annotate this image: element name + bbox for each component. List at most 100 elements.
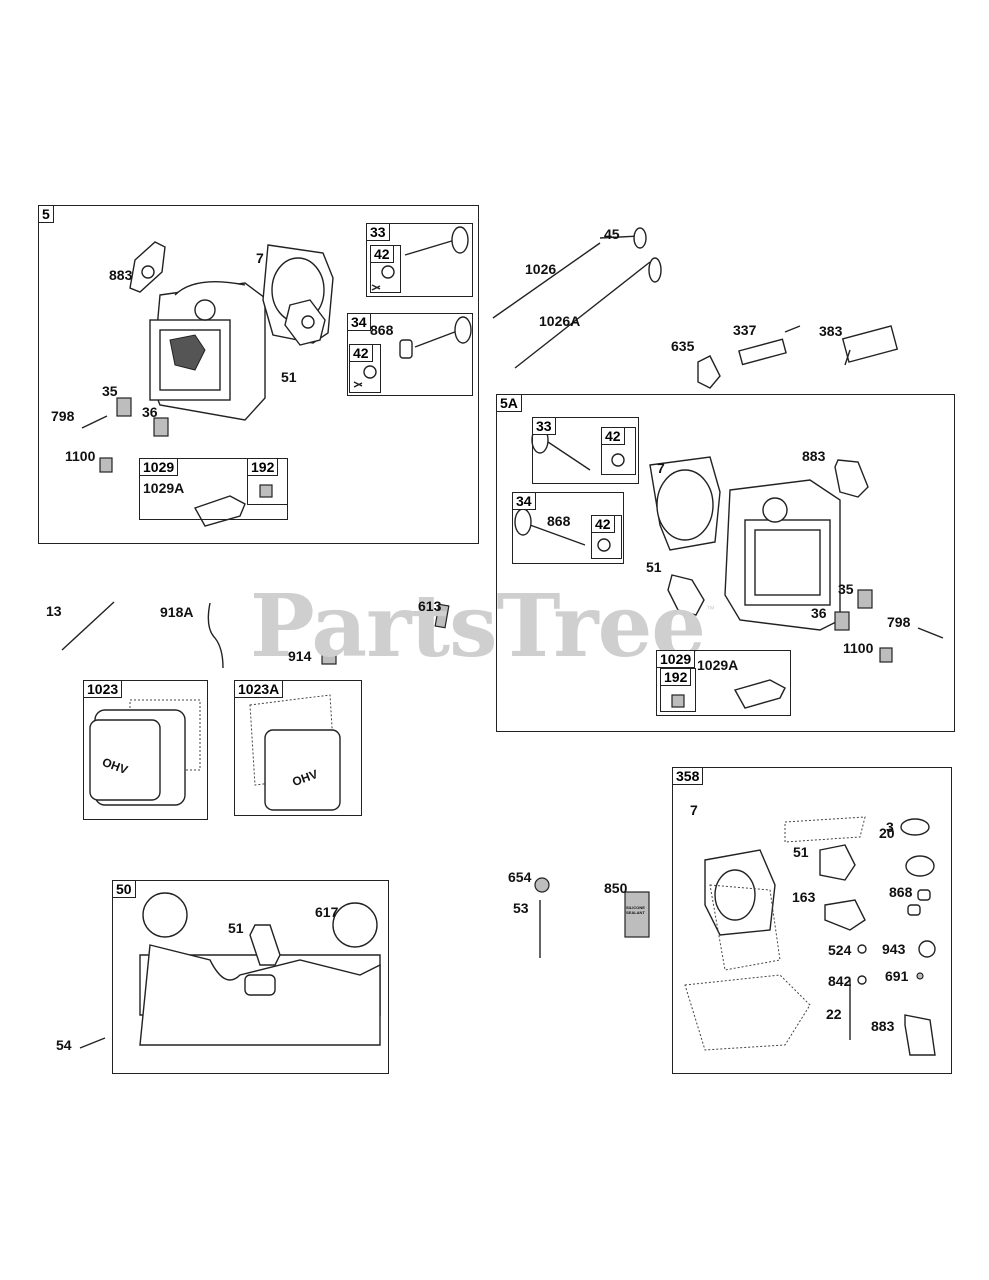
part-label[interactable]: 850 <box>604 880 628 896</box>
part-label[interactable]: 337 <box>733 322 757 338</box>
part-label[interactable]: 943 <box>882 941 906 957</box>
watermark: PartsTree <box>250 576 706 677</box>
bolt-54 <box>79 1037 106 1049</box>
part-label[interactable]: 883 <box>802 448 826 464</box>
part-label[interactable]: 22 <box>826 1006 842 1022</box>
part-label[interactable]: 883 <box>109 267 133 283</box>
part-label[interactable]: 51 <box>281 369 297 385</box>
part-label[interactable]: 918A <box>160 604 194 620</box>
nut-1100-a <box>99 457 113 473</box>
group-tag: 34 <box>512 492 536 510</box>
part-label[interactable]: 1029A <box>143 480 185 496</box>
part-label[interactable]: 868 <box>370 322 394 338</box>
coil-383 <box>841 325 899 366</box>
part-label[interactable]: 7 <box>657 460 665 476</box>
part-label[interactable]: 842 <box>828 973 852 989</box>
part-label[interactable]: 7 <box>690 802 698 818</box>
part-label[interactable]: 36 <box>811 605 827 621</box>
part-label[interactable]: 1100 <box>843 640 874 656</box>
group-box-1029-b: 1029 <box>656 650 791 716</box>
valve-45 <box>599 227 647 249</box>
part-label[interactable]: 54 <box>56 1037 72 1053</box>
part-label[interactable]: 163 <box>792 889 816 905</box>
keeper-42-a <box>371 265 395 291</box>
gasket-51-b <box>667 574 705 616</box>
part-label[interactable]: 1026 <box>525 261 557 277</box>
part-label[interactable]: 3 <box>886 819 894 835</box>
part-label[interactable]: 383 <box>819 323 843 339</box>
group-tag: 358 <box>672 767 704 785</box>
keeper-42-d <box>597 538 611 552</box>
part-label[interactable]: 524 <box>828 942 852 958</box>
group-tag: 42 <box>601 427 625 445</box>
group-box-358: 358 <box>672 767 952 1074</box>
part-label[interactable]: 1026A <box>539 313 581 329</box>
sealant-850 <box>624 891 650 938</box>
part-label[interactable]: 883 <box>871 1018 895 1034</box>
pushrod-1026 <box>492 242 601 319</box>
group-tag: 42 <box>370 245 394 263</box>
tube-918A <box>207 602 224 669</box>
part-label[interactable]: 914 <box>288 648 312 664</box>
group-tag: 42 <box>349 344 373 362</box>
group-tag: 33 <box>366 223 390 241</box>
group-tag: 1023A <box>234 680 284 698</box>
part-label[interactable]: 617 <box>315 904 339 920</box>
screw-914 <box>321 651 337 665</box>
group-box-5: 5 <box>38 205 479 544</box>
springs-b <box>834 589 873 631</box>
valve-cover-1023A <box>249 694 341 811</box>
nut-1100-b <box>879 647 893 663</box>
group-box-5A: 5A <box>496 394 955 732</box>
screw-613 <box>434 603 450 629</box>
group-box-33-b: 33 <box>532 417 639 484</box>
part-label[interactable]: 36 <box>142 404 158 420</box>
bolt-798-a <box>81 415 108 429</box>
group-tag: 42 <box>591 515 615 533</box>
part-label[interactable]: 868 <box>547 513 571 529</box>
group-tag: 1029 <box>656 650 696 668</box>
group-tag: 192 <box>660 668 692 686</box>
group-box-42-d: 42 <box>591 515 622 559</box>
group-box-42-a: 42 <box>370 245 401 293</box>
part-label[interactable]: 868 <box>889 884 913 900</box>
part-label[interactable]: 35 <box>838 581 854 597</box>
part-label[interactable]: 35 <box>102 383 118 399</box>
nut-192-b <box>671 694 685 708</box>
part-label[interactable]: 613 <box>418 598 442 614</box>
head-gasket-7-b <box>649 456 721 551</box>
part-label[interactable]: 1029A <box>697 657 739 673</box>
part-label[interactable]: 51 <box>228 920 244 936</box>
valve-33-a <box>404 226 469 256</box>
group-box-1023A: 1023A <box>234 680 362 816</box>
nut-654 <box>534 877 550 893</box>
part-label[interactable]: 20 <box>879 825 895 841</box>
group-tag: 1029 <box>139 458 179 476</box>
part-label[interactable]: 45 <box>604 226 620 242</box>
part-label[interactable]: 798 <box>887 614 911 630</box>
part-label[interactable]: 635 <box>671 338 695 354</box>
gasket-883-b <box>834 459 869 498</box>
rocker-1029A-b <box>733 679 786 709</box>
spark-plug-337 <box>738 325 801 366</box>
part-label[interactable]: 13 <box>46 603 62 619</box>
springs-a <box>116 397 169 437</box>
cylinder-head-drawing-5A <box>724 479 841 631</box>
group-tag: 34 <box>347 313 371 331</box>
part-label[interactable]: 1100 <box>65 448 96 464</box>
part-label[interactable]: 654 <box>508 869 532 885</box>
part-label[interactable]: 798 <box>51 408 75 424</box>
keeper-42-c <box>611 453 625 467</box>
part-label[interactable]: 691 <box>885 968 909 984</box>
cylinder-head-drawing-5 <box>149 280 266 421</box>
part-label[interactable]: 7 <box>256 250 264 266</box>
part-label[interactable]: 51 <box>646 559 662 575</box>
sealant-emboss: SILICONE SEALANT <box>626 905 645 915</box>
group-box-34-a: 34 <box>347 313 473 396</box>
group-box-42-b: 42 <box>349 344 381 393</box>
valve-34-a <box>399 316 472 359</box>
group-tag: 192 <box>247 458 279 476</box>
group-box-192-b: 192 <box>660 668 696 712</box>
part-label[interactable]: 53 <box>513 900 529 916</box>
part-label[interactable]: 51 <box>793 844 809 860</box>
